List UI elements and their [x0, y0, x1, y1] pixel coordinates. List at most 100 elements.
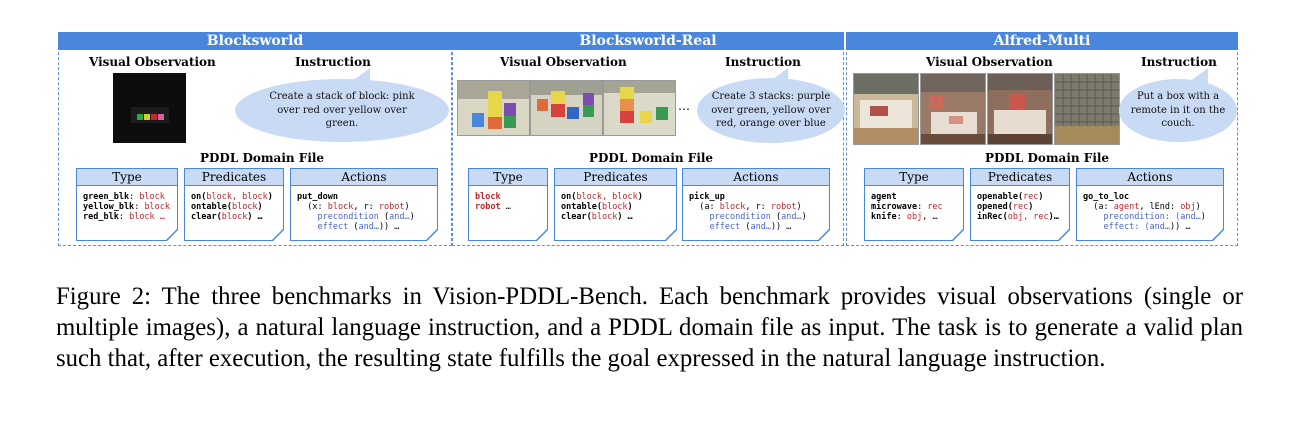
- real-blocks-scene: [458, 81, 529, 135]
- actions-code: put_down (x: block, r: robot) preconditi…: [291, 186, 437, 232]
- code-token: ): [257, 202, 263, 212]
- visual-observation-label: Visual Observation: [89, 55, 216, 69]
- code-token: ): [1195, 202, 1201, 212]
- code-token: block: [139, 192, 165, 202]
- code-token: precondition:: [1103, 212, 1176, 222]
- predicates-card: Predicates openable(rec) opened(rec) inR…: [970, 168, 1070, 241]
- panel-blocksworld-real: Blocksworld-Real Visual Observation Inst…: [452, 32, 845, 246]
- page-fold-icon: [536, 229, 548, 241]
- code-token: :: [129, 192, 140, 202]
- code-token: ): [404, 202, 410, 212]
- code-token: ): [796, 202, 802, 212]
- code-token: and…: [781, 212, 802, 222]
- code-token: (a:: [1093, 202, 1114, 212]
- page-fold-icon: [1212, 229, 1224, 241]
- code-token: (and…: [1144, 222, 1171, 232]
- predicates-code: openable(rec) opened(rec) inRec(obj, rec…: [971, 186, 1069, 222]
- code-token: ): [1038, 192, 1044, 202]
- visual-observation-label: Visual Observation: [926, 55, 1053, 69]
- code-token: clear(: [191, 212, 222, 222]
- code-token: block …: [129, 212, 165, 222]
- code-token: …: [500, 202, 511, 212]
- code-token: agent: [871, 192, 897, 202]
- real-blocks-photo-3: [603, 80, 676, 136]
- code-token: , r:: [745, 202, 771, 212]
- code-token: robot: [475, 202, 501, 212]
- code-token: :: [917, 202, 928, 212]
- alfred-scene-photo-1: [853, 73, 919, 145]
- code-token: go_to_loc: [1083, 192, 1130, 202]
- actions-header: Actions: [1077, 169, 1223, 186]
- alfred-scene: [921, 74, 985, 144]
- code-token: clear(: [561, 212, 592, 222]
- code-token: robot: [770, 202, 797, 212]
- code-token: yellow_blk: [83, 202, 135, 212]
- instruction-bubble: Put a box with a remote in it on the cou…: [1119, 79, 1237, 142]
- code-token: block: [221, 212, 248, 222]
- code-token: knife: [871, 212, 897, 222]
- type-header: Type: [865, 169, 963, 186]
- code-token: ): [409, 212, 415, 222]
- code-token: effect: [317, 222, 349, 232]
- actions-card: Actions go_to_loc (a: agent, lEnd: obj) …: [1076, 168, 1224, 241]
- code-token: put_down: [297, 192, 338, 202]
- alfred-scene: [988, 74, 1052, 144]
- code-token: effect:: [1103, 222, 1145, 232]
- code-token: ): [267, 192, 273, 202]
- code-token: precondition: [317, 212, 379, 222]
- code-token: )…: [1048, 212, 1059, 222]
- code-token: (: [740, 222, 751, 232]
- code-token: green_blk: [83, 192, 130, 202]
- blocksworld-render-image: [113, 73, 186, 143]
- alfred-scene-photo-3: [987, 73, 1053, 145]
- code-token: (a:: [699, 202, 720, 212]
- code-token: (: [378, 212, 390, 222]
- code-token: :: [118, 212, 130, 222]
- code-token: openable(: [977, 192, 1024, 202]
- type-code: block robot …: [469, 186, 547, 212]
- code-token: ): [801, 212, 807, 222]
- code-token: block: [231, 202, 258, 212]
- code-token: precondition: [709, 212, 771, 222]
- page-fold-icon: [426, 229, 438, 241]
- code-token: :: [896, 212, 907, 222]
- pddl-domain-file-label: PDDL Domain File: [985, 151, 1110, 165]
- code-token: (x:: [307, 202, 328, 212]
- instruction-bubble: Create 3 stacks: purple over green, yell…: [697, 78, 845, 143]
- type-card: Type agent microwave: rec knife: obj, …: [864, 168, 964, 241]
- code-token: rec: [1023, 192, 1039, 202]
- page-fold-icon: [272, 229, 284, 241]
- actions-header: Actions: [291, 169, 437, 186]
- code-token: block: [144, 202, 171, 212]
- code-token: rec: [1012, 202, 1029, 212]
- code-token: (: [770, 212, 782, 222]
- panel-alfred-multi: Alfred-Multi Visual Observation Instruct…: [846, 32, 1238, 246]
- predicates-code: on(block, block) ontable(block) clear(bl…: [555, 186, 676, 222]
- code-token: obj: [1180, 202, 1196, 212]
- code-token: obj: [906, 212, 923, 222]
- type-header: Type: [469, 169, 547, 186]
- predicates-header: Predicates: [185, 169, 283, 186]
- actions-card: Actions pick_up (a: block, r: robot) pre…: [682, 168, 830, 241]
- code-token: )) …: [770, 222, 792, 232]
- alfred-scene-photo-2: [920, 73, 986, 145]
- instruction-bubble: Create a stack of block: pink over red o…: [235, 79, 449, 142]
- instruction-label: Instruction: [295, 55, 371, 69]
- page-fold-icon: [166, 229, 178, 241]
- panel-title: Blocksworld: [58, 32, 452, 50]
- code-token: block, block: [206, 192, 268, 202]
- code-token: on(: [561, 192, 577, 202]
- code-token: red_blk: [83, 212, 119, 222]
- pddl-domain-file-label: PDDL Domain File: [589, 151, 714, 165]
- code-token: block: [591, 212, 618, 222]
- predicates-code: on(block, block) ontable(block) clear(bl…: [185, 186, 283, 222]
- panel-title: Blocksworld-Real: [452, 32, 844, 50]
- code-token: ): [1200, 212, 1206, 222]
- instruction-label: Instruction: [725, 55, 801, 69]
- code-token: agent: [1113, 202, 1140, 212]
- code-token: inRec(: [977, 212, 1008, 222]
- code-token: and…: [358, 222, 379, 232]
- code-token: block, block: [576, 192, 638, 202]
- code-token: , r:: [353, 202, 379, 212]
- code-token: rec: [927, 202, 943, 212]
